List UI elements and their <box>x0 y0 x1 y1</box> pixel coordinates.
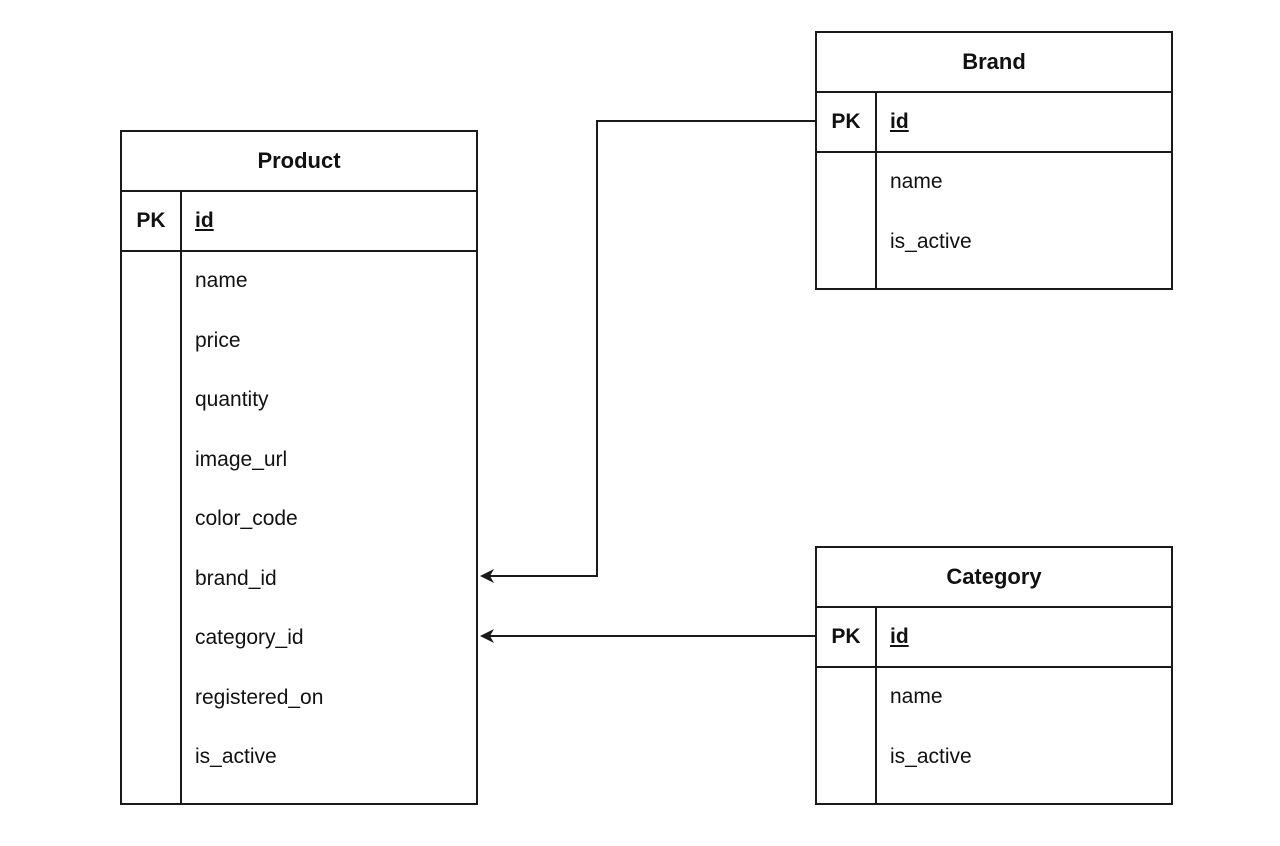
pk-label: PK <box>817 608 877 666</box>
field-registered-on: registered_on <box>195 685 324 709</box>
entity-title: Product <box>122 132 476 192</box>
pk-field: id <box>890 625 909 648</box>
field-name: name <box>890 170 943 193</box>
pk-label: PK <box>817 93 877 151</box>
field-is-active: is_active <box>890 744 972 768</box>
pk-label: PK <box>122 192 182 250</box>
field-image-url: image_url <box>195 447 288 471</box>
field-is-active: is_active <box>890 229 972 253</box>
primary-key-row: PK id <box>817 93 1171 153</box>
attribute-section: name price quantity image_url color_code… <box>122 252 476 803</box>
field-name: name <box>890 685 943 708</box>
pk-field: id <box>195 209 214 232</box>
field-price: price <box>195 328 241 352</box>
key-column <box>122 252 182 803</box>
brand-to-product-connector[interactable] <box>480 120 815 583</box>
field-brand-id: brand_id <box>195 566 277 590</box>
attribute-section: name is_active <box>817 668 1171 803</box>
field-is-active: is_active <box>195 745 277 768</box>
primary-key-row: PK id <box>122 192 476 252</box>
entity-title: Category <box>817 548 1171 608</box>
field-list: name price quantity image_url color_code… <box>182 252 323 803</box>
primary-key-row: PK id <box>817 608 1171 668</box>
field-list: name is_active <box>877 153 972 288</box>
pk-field: id <box>890 110 909 133</box>
key-column <box>817 153 877 288</box>
product-entity[interactable]: Product PK id name price quantity image_… <box>120 130 478 805</box>
category-entity[interactable]: Category PK id name is_active <box>815 546 1173 805</box>
field-quantity: quantity <box>195 388 269 411</box>
field-name: name <box>195 269 248 292</box>
attribute-section: name is_active <box>817 153 1171 288</box>
brand-entity[interactable]: Brand PK id name is_active <box>815 31 1173 290</box>
key-column <box>817 668 877 803</box>
field-list: name is_active <box>877 668 972 803</box>
field-color-code: color_code <box>195 507 298 530</box>
entity-title: Brand <box>817 33 1171 93</box>
field-category-id: category_id <box>195 626 304 649</box>
